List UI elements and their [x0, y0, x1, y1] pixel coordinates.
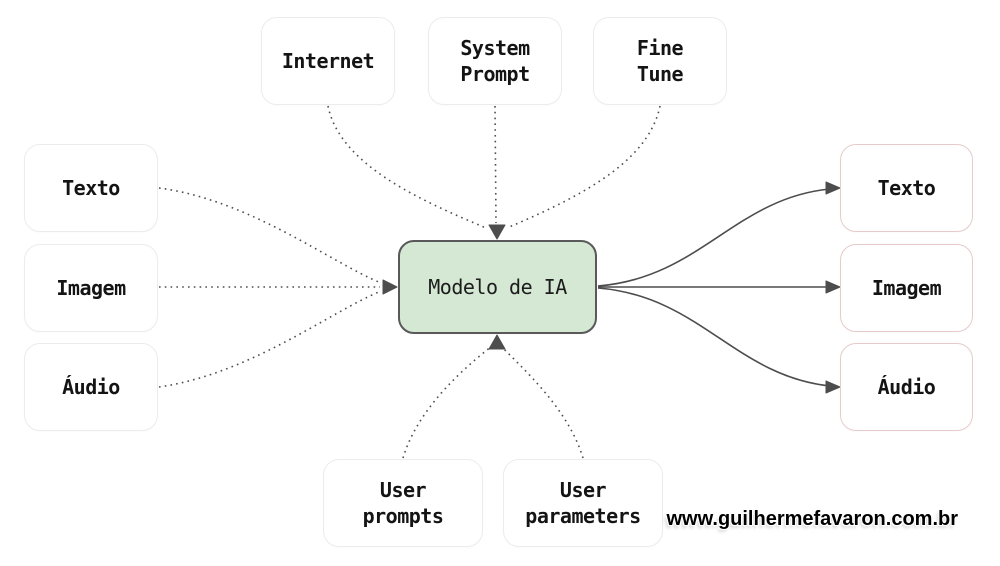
arrowhead-into-audio-output — [825, 380, 841, 394]
arrowhead-bottom-into-model — [488, 334, 506, 350]
arrowhead-top-into-model — [488, 224, 506, 240]
node-audio-output-label: Áudio — [877, 374, 936, 399]
node-texto-input: Texto — [24, 144, 158, 232]
node-imagem-input: Imagem — [24, 244, 158, 332]
connector-model-to-audio — [597, 287, 831, 387]
connector-fine-tune-to-model — [506, 105, 661, 229]
connector-user-prompts-to-model — [402, 345, 493, 459]
node-audio-input-label: Áudio — [62, 374, 120, 399]
connector-audio-to-model — [158, 290, 382, 388]
node-texto-input-label: Texto — [62, 175, 120, 200]
node-texto-output: Texto — [840, 144, 973, 232]
node-internet-label: Internet — [281, 48, 375, 73]
connector-internet-to-model — [327, 105, 487, 229]
node-texto-output-label: Texto — [877, 175, 936, 200]
connector-model-to-texto — [597, 188, 831, 287]
node-audio-output: Áudio — [840, 343, 973, 431]
node-imagem-input-label: Imagem — [56, 275, 126, 300]
node-user-parameters: User parameters — [503, 459, 663, 547]
node-audio-input: Áudio — [24, 343, 158, 431]
node-imagem-output-label: Imagem — [871, 275, 942, 300]
node-system-prompt-label: System Prompt — [460, 35, 530, 86]
connector-texto-to-model — [158, 187, 382, 284]
node-imagem-output: Imagem — [840, 244, 973, 332]
arrowhead-into-imagem-output — [825, 280, 841, 294]
node-fine-tune: Fine Tune — [593, 17, 727, 105]
node-modelo-de-ia-label: Modelo de IA — [428, 274, 567, 299]
node-user-prompts: User prompts — [323, 459, 483, 547]
arrowhead-into-texto-output — [825, 181, 841, 195]
connector-user-parameters-to-model — [500, 345, 584, 459]
connector-system-prompt-to-model — [494, 105, 497, 224]
node-internet: Internet — [261, 17, 395, 105]
arrowhead-left-into-model — [382, 279, 398, 295]
node-system-prompt: System Prompt — [428, 17, 562, 105]
node-modelo-de-ia: Modelo de IA — [398, 240, 597, 334]
watermark-url: www.guilhermefavaron.com.br — [666, 508, 958, 530]
node-fine-tune-label: Fine Tune — [636, 35, 684, 86]
node-user-parameters-label: User parameters — [525, 477, 641, 528]
node-user-prompts-label: User prompts — [362, 477, 444, 528]
